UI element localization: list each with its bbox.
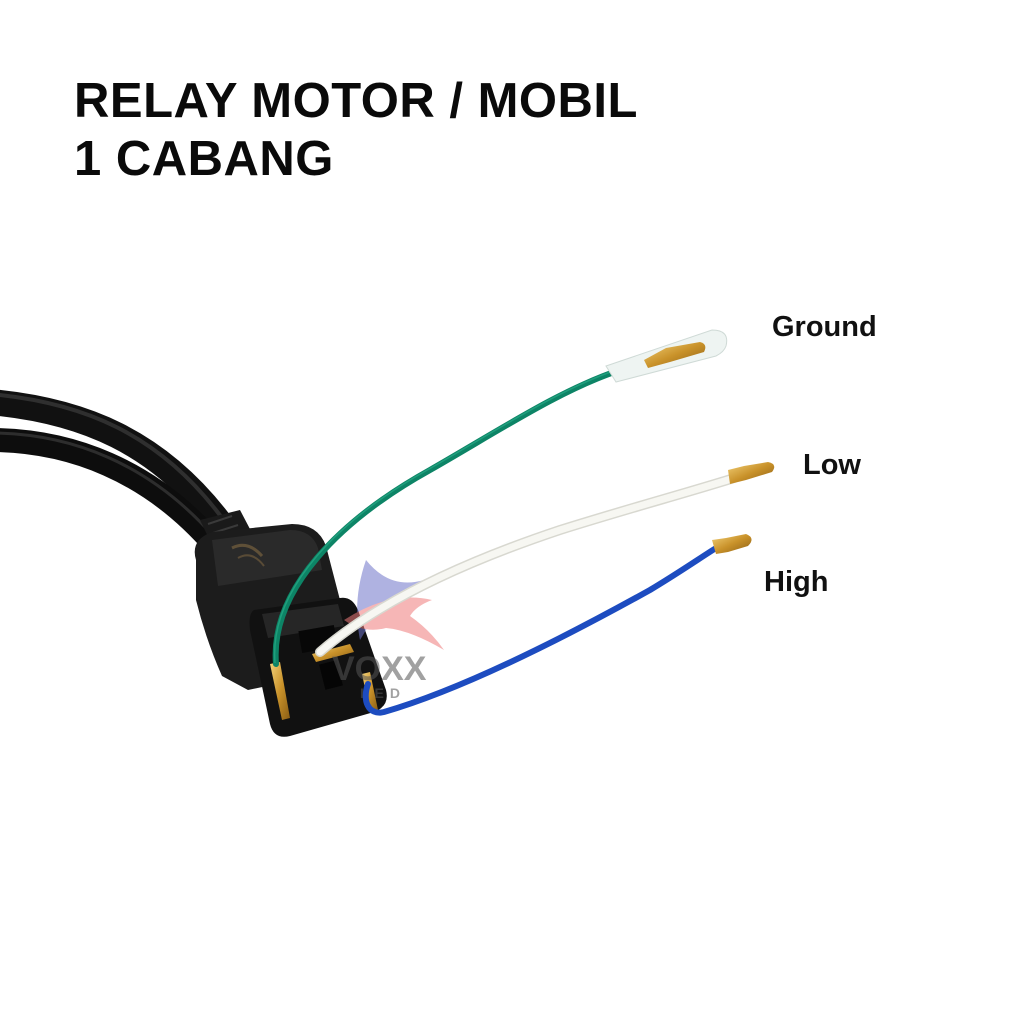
low-connector-tip — [728, 462, 775, 484]
ground-terminal — [270, 662, 290, 720]
high-wire — [362, 534, 752, 716]
title-line-2: 1 CABANG — [74, 132, 334, 186]
relay-connector — [194, 524, 387, 737]
label-high: High — [764, 566, 829, 598]
label-low: Low — [803, 449, 861, 481]
high-connector-tip — [712, 534, 752, 554]
title-line-1: RELAY MOTOR / MOBIL — [74, 74, 638, 128]
low-terminal — [312, 644, 354, 662]
watermark-sub: LED — [360, 685, 406, 701]
product-title: RELAY MOTOR / MOBIL 1 CABANG — [74, 72, 638, 188]
ground-connector-tip — [644, 342, 706, 368]
low-wire — [315, 462, 775, 657]
ground-wire — [272, 329, 728, 667]
label-ground: Ground — [772, 311, 877, 343]
watermark-brand: VOXX — [332, 650, 427, 688]
